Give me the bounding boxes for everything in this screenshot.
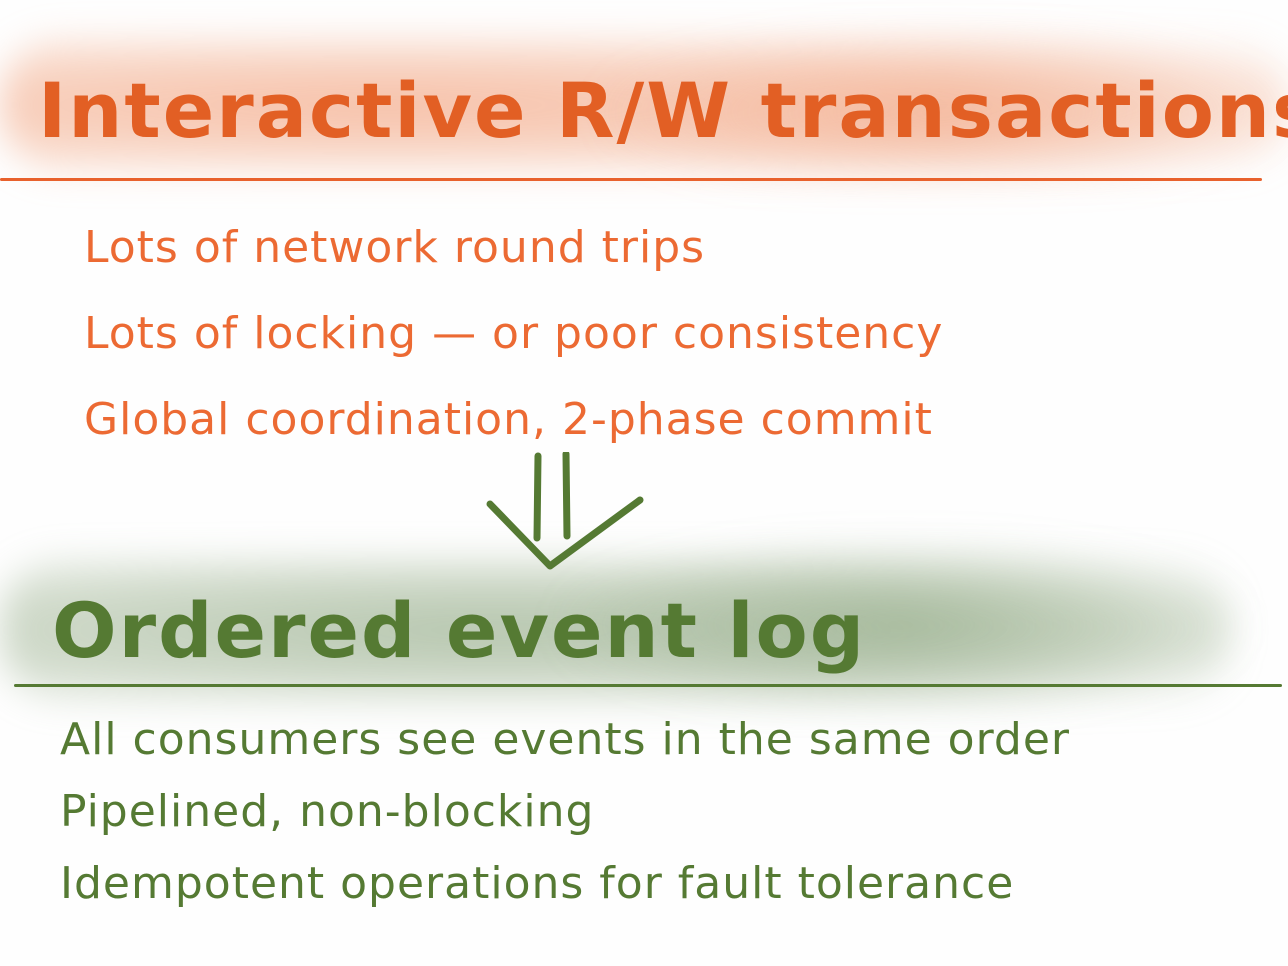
top-section-item-2: Lots of locking — or poor consistency (84, 308, 944, 359)
green-highlight-wash (0, 560, 1230, 700)
bottom-section-title: Ordered event log (52, 586, 867, 675)
orange-highlight-wash (0, 40, 1288, 170)
orange-highlight-wash-right (600, 30, 1280, 180)
top-section-list: Lots of network round trips Lots of lock… (84, 205, 943, 463)
bottom-section-underline (14, 684, 1282, 687)
bottom-section-item-2: Pipelined, non-blocking (60, 786, 595, 837)
top-section-item-3: Global coordination, 2-phase commit (84, 394, 933, 445)
double-down-arrow-icon (486, 452, 644, 570)
green-highlight-wash-right (560, 540, 1240, 710)
top-section-underline (0, 178, 1262, 181)
bottom-section-item-3: Idempotent operations for fault toleranc… (60, 858, 1015, 909)
bottom-section-item-1: All consumers see events in the same ord… (60, 714, 1070, 765)
top-section-item-1: Lots of network round trips (84, 222, 706, 273)
bottom-section-list: All consumers see events in the same ord… (60, 704, 1070, 920)
top-section-title: Interactive R/W transactions (38, 66, 1288, 155)
